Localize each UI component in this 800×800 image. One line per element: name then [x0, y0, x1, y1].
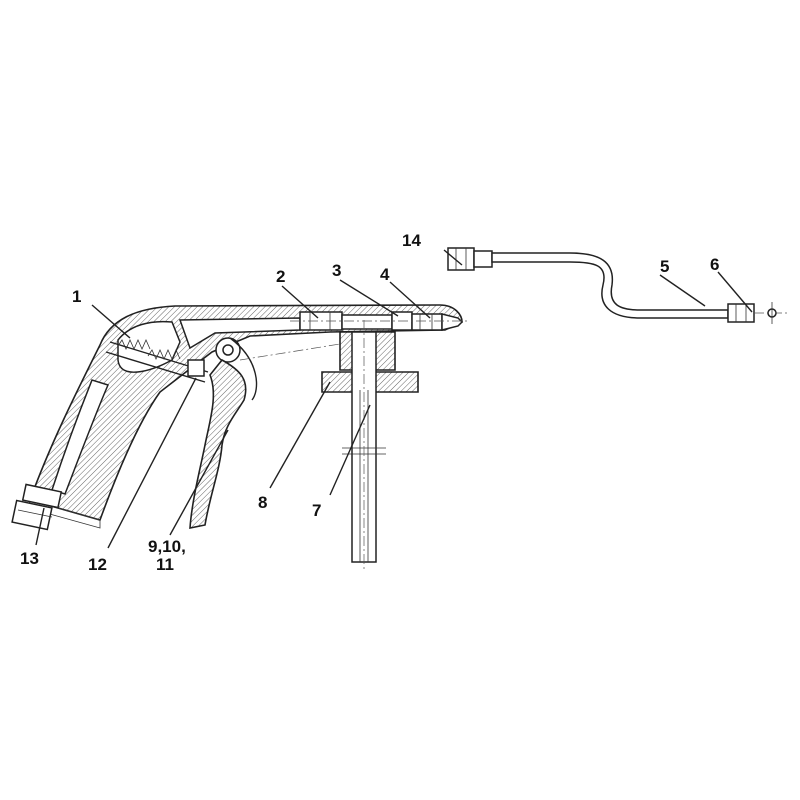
air-inlet-fitting: [11, 483, 63, 531]
callout-12: 12: [88, 555, 107, 574]
extension-tube: [447, 247, 790, 324]
gun-body: [27, 304, 463, 529]
callout-6: 6: [710, 255, 719, 274]
trigger: [189, 337, 258, 529]
cup-lid-and-tube: [321, 320, 419, 570]
callout-labels: 1 2 3 4 5 6 7 8 9,10, 11 12 13 14: [20, 231, 719, 574]
callout-11: 11: [156, 555, 174, 574]
callout-13: 13: [20, 549, 39, 568]
callout-5: 5: [660, 257, 669, 276]
callout-8: 8: [258, 493, 267, 512]
callout-3: 3: [332, 261, 341, 280]
nozzle-assembly: [290, 311, 470, 331]
callout-2: 2: [276, 267, 285, 286]
callout-14: 14: [402, 231, 421, 250]
valve-spring: [105, 339, 209, 383]
callout-1: 1: [72, 287, 81, 306]
leader-lines: [35, 249, 753, 549]
callout-4: 4: [380, 265, 390, 284]
callout-7: 7: [312, 501, 321, 520]
callout-9-10: 9,10,: [148, 537, 186, 556]
